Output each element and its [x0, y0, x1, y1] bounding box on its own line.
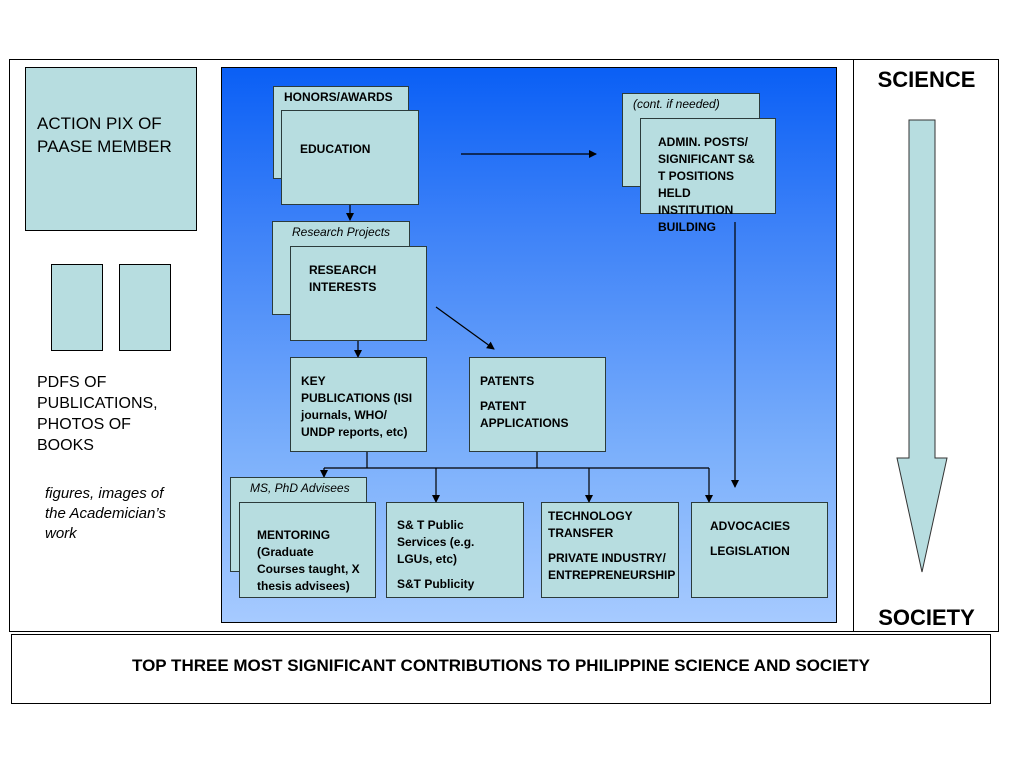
- private-industry-label: PRIVATE INDUSTRY/ ENTREPRENEURSHIP: [548, 551, 676, 582]
- public-services-box: S& T Public Services (e.g. LGUs, etc) S&…: [386, 502, 524, 598]
- research-interests-box: RESEARCH INTERESTS: [290, 246, 427, 341]
- key-publications-label: KEY PUBLICATIONS (ISI journals, WHO/ UND…: [301, 374, 413, 439]
- pdfs-label: PDFS OF PUBLICATIONS, PHOTOS OF BOOKS: [37, 374, 158, 454]
- contributions-title: TOP THREE MOST SIGNIFICANT CONTRIBUTIONS…: [132, 656, 870, 675]
- admin-posts-label: ADMIN. POSTS/ SIGNIFICANT S& T POSITIONS…: [658, 135, 755, 234]
- contributions-box: TOP THREE MOST SIGNIFICANT CONTRIBUTIONS…: [11, 634, 991, 704]
- publicity-label: S&T Publicity: [397, 577, 475, 591]
- technology-transfer-box: TECHNOLOGY TRANSFER PRIVATE INDUSTRY/ EN…: [541, 502, 679, 598]
- research-interests-label: RESEARCH INTERESTS: [309, 263, 377, 294]
- education-box: EDUCATION: [281, 110, 419, 205]
- science-column-divider: [853, 59, 854, 632]
- technology-transfer-label: TECHNOLOGY TRANSFER: [548, 509, 633, 540]
- admin-posts-box: ADMIN. POSTS/ SIGNIFICANT S& T POSITIONS…: [640, 118, 776, 234]
- science-label: SCIENCE: [877, 67, 976, 92]
- key-publications-box: KEY PUBLICATIONS (ISI journals, WHO/ UND…: [290, 357, 427, 452]
- mentoring-label: MENTORING (Graduate Courses taught, X th…: [257, 528, 360, 593]
- publication-thumbnail-1: [51, 264, 103, 351]
- public-services-label: S& T Public Services (e.g. LGUs, etc): [397, 518, 475, 566]
- arrow-research-to-patents: [435, 306, 495, 350]
- mentoring-box: MENTORING (Graduate Courses taught, X th…: [239, 502, 376, 598]
- figures-label: figures, images of the Academician’s wor…: [45, 485, 166, 542]
- society-label: SOCIETY: [878, 605, 975, 630]
- patent-applications-label: PATENT APPLICATIONS: [480, 399, 569, 430]
- member-photo-placeholder: ACTION PIX OF PAASE MEMBER: [25, 67, 197, 231]
- legislation-label: LEGISLATION: [710, 544, 790, 558]
- patents-label: PATENTS: [480, 374, 535, 388]
- education-label: EDUCATION: [300, 142, 371, 156]
- member-photo-label: ACTION PIX OF PAASE MEMBER: [37, 114, 172, 156]
- publication-thumbnail-2: [119, 264, 171, 351]
- advocacies-label: ADVOCACIES: [710, 519, 791, 533]
- science-to-society-arrow: [896, 119, 948, 573]
- advocacies-box: ADVOCACIES LEGISLATION: [691, 502, 828, 598]
- patents-box: PATENTS PATENT APPLICATIONS: [469, 357, 606, 452]
